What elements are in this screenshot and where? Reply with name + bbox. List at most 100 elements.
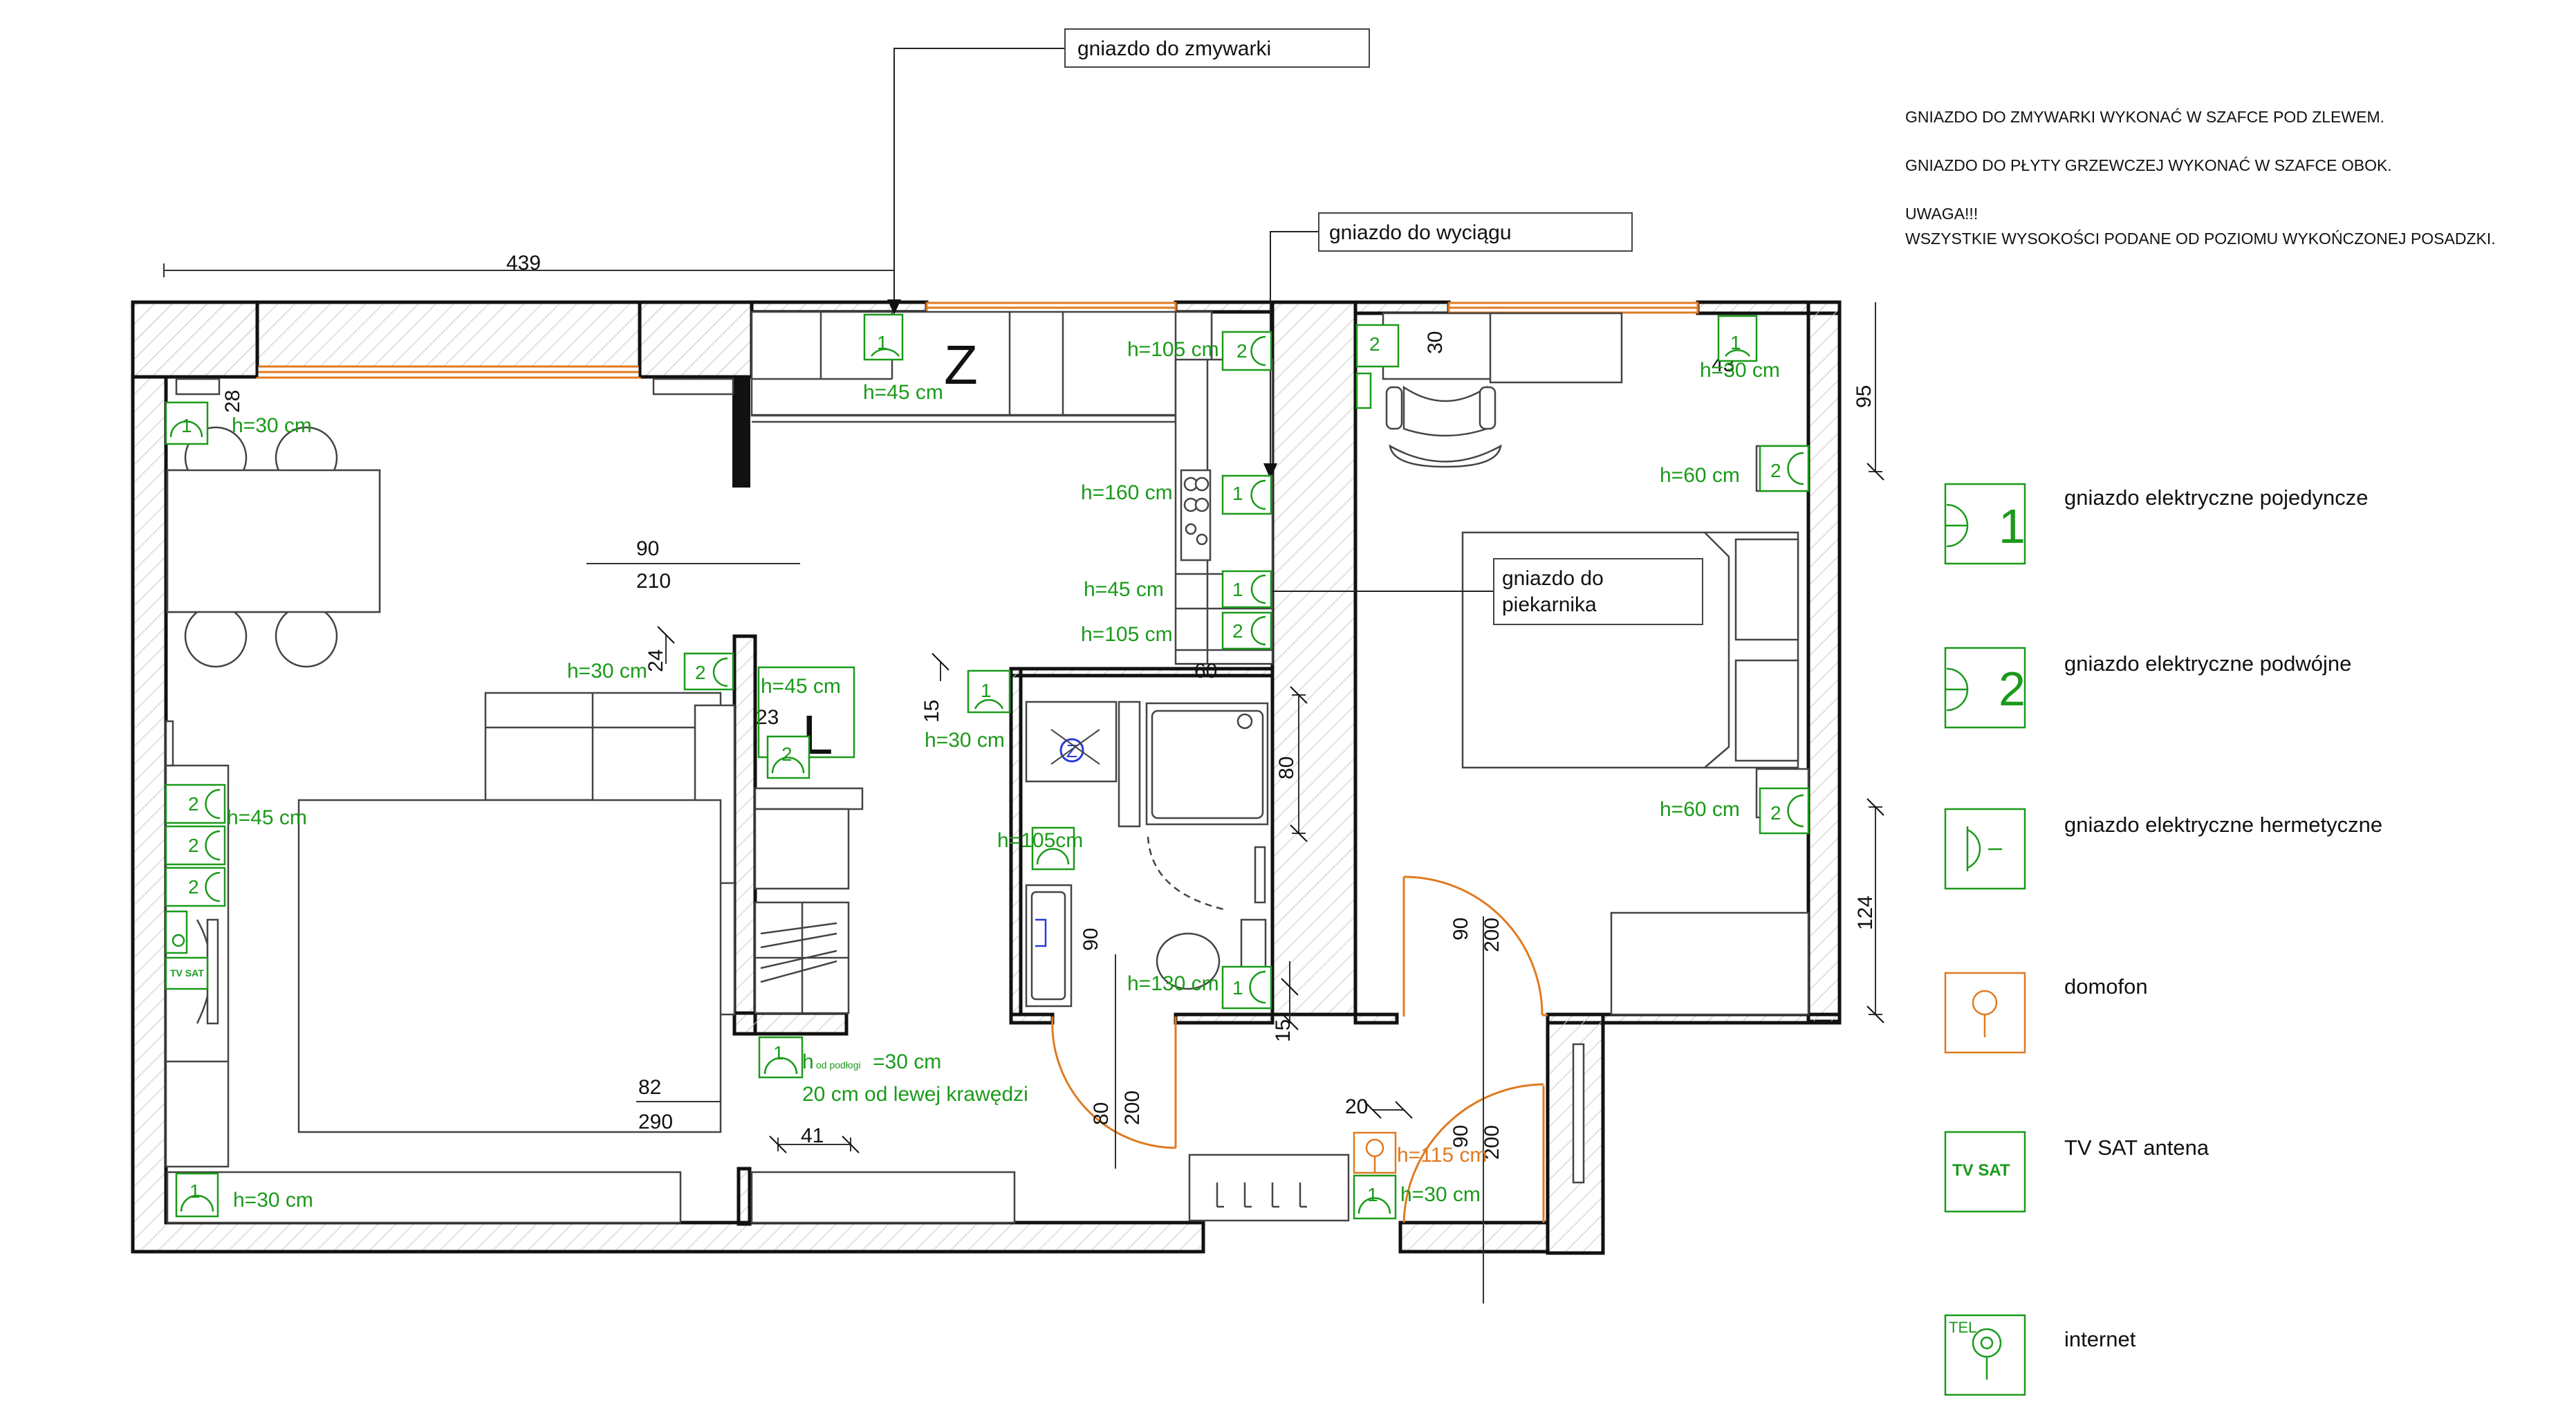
dim-290: 290 — [638, 1111, 673, 1133]
socket-double-icon — [165, 825, 226, 866]
dimension-ticks — [657, 463, 1884, 1153]
fan-icon: Z — [1050, 729, 1100, 765]
dim-28: 28 — [221, 390, 244, 413]
legend-label: gniazdo elektryczne hermetyczne — [2064, 813, 2382, 837]
height-label: h=30 cm — [1700, 359, 1780, 382]
island-shelf — [754, 808, 850, 890]
socket-number: 2 — [695, 662, 706, 683]
radiator — [175, 378, 221, 396]
socket-number: 1 — [1367, 1184, 1378, 1205]
legend-tv-sat-icon — [1944, 1131, 2026, 1213]
note-line4: WSZYSTKIE WYSOKOŚCI PODANE OD POZIOMU WY… — [1905, 229, 2496, 248]
toilet — [1156, 932, 1221, 990]
washing-machine — [1118, 701, 1141, 828]
tel-socket-icon — [165, 910, 188, 954]
dim-90-kitchen: 90 — [636, 537, 659, 560]
socket-number: 2 — [188, 793, 199, 815]
socket-double-icon — [1759, 445, 1810, 492]
legend-label: internet — [2064, 1327, 2136, 1351]
height-label: h=30 cm — [233, 1189, 313, 1212]
room-mark-z: Z — [944, 334, 978, 396]
dim-15-bottom: 15 — [1272, 1019, 1295, 1042]
wall-bath-bottom-left — [1009, 1012, 1055, 1025]
dimension-labels: 439 28 30 43 95 90 210 24 23 15 60 80 90… — [221, 252, 1877, 1160]
dim-82: 82 — [638, 1076, 661, 1099]
socket-single-icon — [165, 401, 209, 445]
bench — [166, 1171, 682, 1224]
wall-pier-top-left — [131, 300, 259, 379]
callout-dishwasher: gniazdo do zmywarki — [1077, 37, 1271, 60]
wall-bath-bottom-right — [1174, 1012, 1275, 1025]
socket-double-icon — [1355, 324, 1400, 368]
height-label-intercom: h=115 cm — [1397, 1144, 1487, 1167]
tv-sat-small-label: TV SAT — [170, 967, 204, 979]
legend-symbol: TV SAT — [1952, 1161, 2010, 1180]
island-counter — [754, 787, 864, 810]
height-floor-line2: 20 cm od lewej krawędzi — [802, 1083, 1028, 1106]
height-label: h=30 cm — [1400, 1183, 1481, 1206]
doors — [1051, 875, 1548, 1223]
dim-200-bath-door: 200 — [1121, 1091, 1144, 1125]
dim-90-entry: 90 — [1449, 1125, 1472, 1148]
legend-label: gniazdo elektryczne podwójne — [2064, 651, 2351, 676]
callout-oven-2: piekarnika — [1502, 593, 1597, 616]
callout-hood: gniazdo do wyciągu — [1329, 221, 1512, 244]
dim-41: 41 — [801, 1124, 824, 1147]
wall-right-bedroom — [1806, 300, 1842, 1023]
callout-box-dishwasher — [1064, 28, 1370, 68]
dim-90-bath: 90 — [1079, 928, 1102, 951]
cabinet-bottom — [750, 1171, 1016, 1224]
callout-oven-1: gniazdo do — [1502, 567, 1604, 590]
socket-single-icon — [175, 1172, 219, 1218]
socket-number: 2 — [1369, 333, 1380, 355]
office-chair — [1402, 385, 1488, 437]
socket-number: 2 — [1232, 620, 1243, 642]
wall-bottom-stub — [736, 1167, 752, 1226]
callout-box-oven — [1493, 558, 1703, 625]
dim-80-bath-door: 80 — [1090, 1102, 1113, 1125]
tv-sat-socket-icon — [165, 956, 209, 990]
wall-pier-top-mid — [638, 300, 754, 379]
legend-symbol: 1 — [1999, 499, 2026, 553]
wall-kitchen-bedroom — [1270, 300, 1358, 1017]
socket-double-icon — [165, 783, 226, 824]
height-label: h=60 cm — [1660, 464, 1740, 487]
socket-number: 1 — [181, 415, 192, 436]
legend-label: TV SAT antena — [2064, 1135, 2209, 1160]
socket-number: 1 — [877, 332, 888, 353]
legend-double-socket-icon — [1944, 647, 2026, 729]
door-entry — [1402, 1083, 1545, 1223]
socket-number: 2 — [1770, 802, 1781, 824]
wall-island — [732, 634, 757, 1036]
socket-single-icon — [1221, 570, 1272, 609]
desk-side — [1489, 312, 1623, 384]
rug — [297, 799, 722, 1133]
legend-symbol: 2 — [1999, 662, 2026, 716]
legend-label: domofon — [2064, 974, 2148, 999]
height-label: h=60 cm — [1660, 798, 1740, 821]
wall-top-bedroom — [1353, 300, 1451, 315]
socket-number: 1 — [773, 1042, 784, 1064]
height-label: h=105cm — [997, 829, 1083, 852]
height-floor-prefix: h — [802, 1050, 814, 1073]
wall-top-kitchen — [750, 300, 929, 314]
wall-bath-top — [1009, 667, 1275, 678]
socket-single-icon — [1221, 474, 1272, 515]
dim-439: 439 — [506, 252, 541, 275]
chair — [275, 604, 338, 668]
height-floor-val: =30 cm — [873, 1050, 941, 1073]
legend-symbol: TEL — [1949, 1319, 1976, 1336]
washbasin-tap-icon — [1035, 918, 1047, 947]
height-label: h=45 cm — [863, 381, 943, 404]
socket-number: 2 — [1236, 340, 1248, 362]
wall-island-base — [732, 1011, 849, 1036]
dim-24: 24 — [645, 649, 667, 672]
door-bedroom — [1402, 875, 1544, 1017]
socket-numbers: 1 2 1 2 1 2 1 1 2 2 2 1 2 2 2 2 1 1 1 1 — [181, 332, 1781, 1205]
wall-bottom-bedroom-left — [1353, 1012, 1399, 1025]
height-label: h=105 cm — [1081, 623, 1173, 646]
socket-single-icon — [1717, 315, 1758, 362]
chair — [184, 604, 248, 668]
height-label: h=30 cm — [232, 414, 312, 437]
